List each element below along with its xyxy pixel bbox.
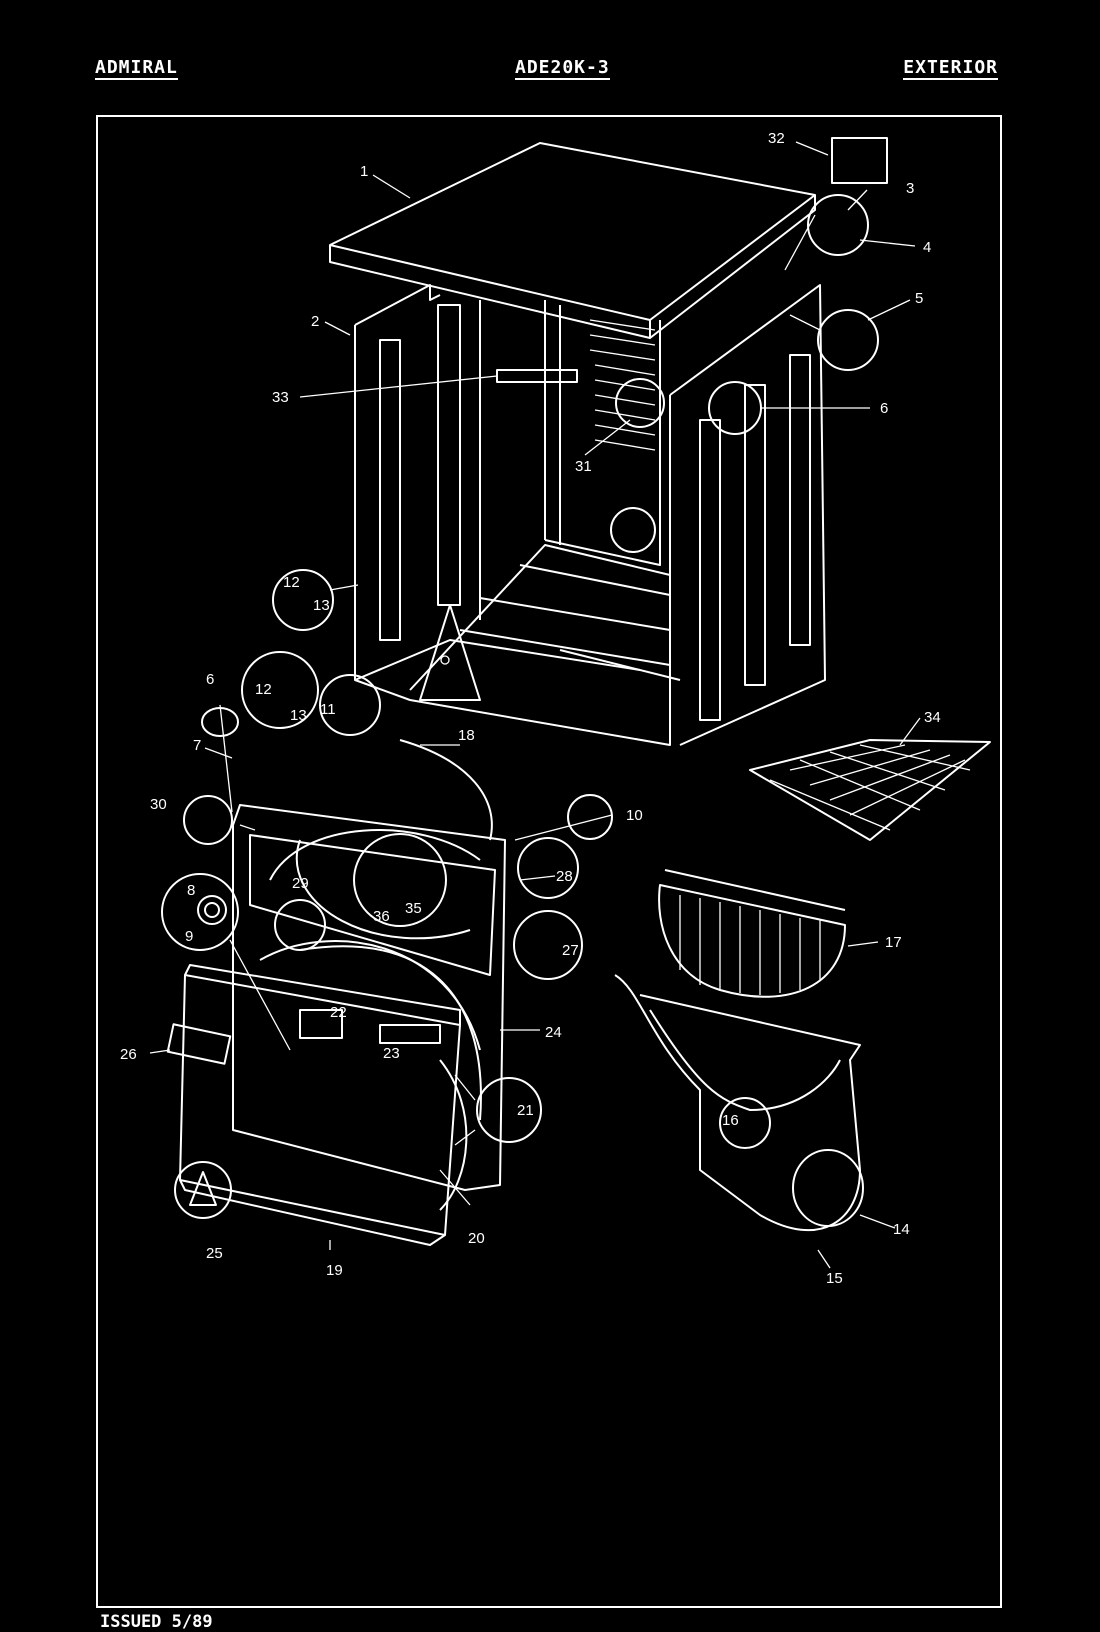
callout-27: 27: [562, 942, 579, 959]
callout-8: 8: [187, 882, 195, 899]
callout-12: 12: [255, 681, 272, 698]
callout-22: 22: [330, 1004, 347, 1021]
gasket-24: [439, 1059, 468, 1211]
callout-34: 34: [924, 709, 941, 726]
issued-date: ISSUED 5/89: [100, 1612, 213, 1632]
callout-21: 21: [517, 1102, 534, 1119]
callout-32: 32: [768, 130, 785, 147]
detail-11: [319, 674, 381, 736]
callout-26: 26: [120, 1046, 137, 1063]
callout-12: 12: [283, 574, 300, 591]
model-number: ADE20K-3: [515, 57, 610, 80]
callout-16: 16: [722, 1112, 739, 1129]
callout-19: 19: [326, 1262, 343, 1279]
detail-16: [719, 1097, 771, 1149]
detail-27: [513, 910, 583, 980]
leader-lines-lower: [149, 704, 613, 1250]
callout-4: 4: [923, 239, 931, 256]
callout-20: 20: [468, 1230, 485, 1247]
callout-3: 3: [906, 180, 914, 197]
callout-36: 36: [373, 908, 390, 925]
detail-10: [567, 794, 613, 840]
lint-filter-17: [658, 869, 846, 998]
callout-17: 17: [885, 934, 902, 951]
detail-31: [615, 378, 665, 428]
cabinet-body: [354, 284, 826, 746]
drying-rack-34: [749, 739, 991, 841]
detail-8-9: [161, 873, 239, 951]
callout-25: 25: [206, 1245, 223, 1262]
callout-30: 30: [150, 796, 167, 813]
section-title: EXTERIOR: [903, 57, 998, 80]
callout-14: 14: [893, 1221, 910, 1238]
door-19: [166, 940, 482, 1246]
callout-13: 13: [290, 707, 307, 724]
part-22: [299, 1009, 343, 1039]
exploded-parts-diagram: 1 2 3 4 5 6 6 7 8 9 10 11 12 12 13 13 14…: [120, 130, 991, 1287]
callout-35: 35: [405, 900, 422, 917]
callout-29: 29: [292, 875, 309, 892]
callout-18: 18: [458, 727, 475, 744]
brand-label: ADMIRAL: [95, 57, 178, 80]
bracket-32: [831, 137, 888, 184]
detail-30: [183, 795, 233, 845]
detail-35-36: [353, 833, 447, 927]
detail-bracket-3-4: [807, 194, 869, 256]
detail-28: [517, 837, 579, 899]
part-23: [379, 1024, 441, 1044]
callout-33: 33: [272, 389, 289, 406]
detail-12-13: [241, 651, 319, 729]
detail-25: [174, 1161, 232, 1219]
duct-14: [614, 974, 864, 1232]
leader-lines-right: [817, 717, 921, 1269]
callout-11: 11: [320, 701, 336, 718]
detail-clip-5: [817, 309, 879, 371]
callout-6: 6: [880, 400, 888, 417]
foot-6: [708, 381, 762, 435]
door-handle-26: [166, 1023, 232, 1065]
callout-2: 2: [311, 313, 319, 330]
front-panel-7: [232, 739, 506, 1191]
callout-1: 1: [360, 163, 368, 180]
detail-leveling-leg-12-13: [272, 569, 334, 631]
top-panel: [329, 142, 816, 339]
callout-10: 10: [626, 807, 643, 824]
callout-24: 24: [545, 1024, 562, 1041]
leader-lines: [299, 141, 916, 591]
foot-6-lower: [201, 707, 239, 737]
callout-5: 5: [915, 290, 923, 307]
callout-23: 23: [383, 1045, 400, 1062]
callout-28: 28: [556, 868, 573, 885]
callout-7: 7: [193, 737, 201, 754]
callout-13: 13: [313, 597, 330, 614]
callout-6: 6: [206, 671, 214, 688]
callout-31: 31: [575, 458, 592, 475]
detail-21: [476, 1077, 542, 1143]
callout-15: 15: [826, 1270, 843, 1287]
callout-labels: 1 2 3 4 5 6 6 7 8 9 10 11 12 12 13 13 14…: [120, 130, 941, 1287]
callout-9: 9: [185, 928, 193, 945]
